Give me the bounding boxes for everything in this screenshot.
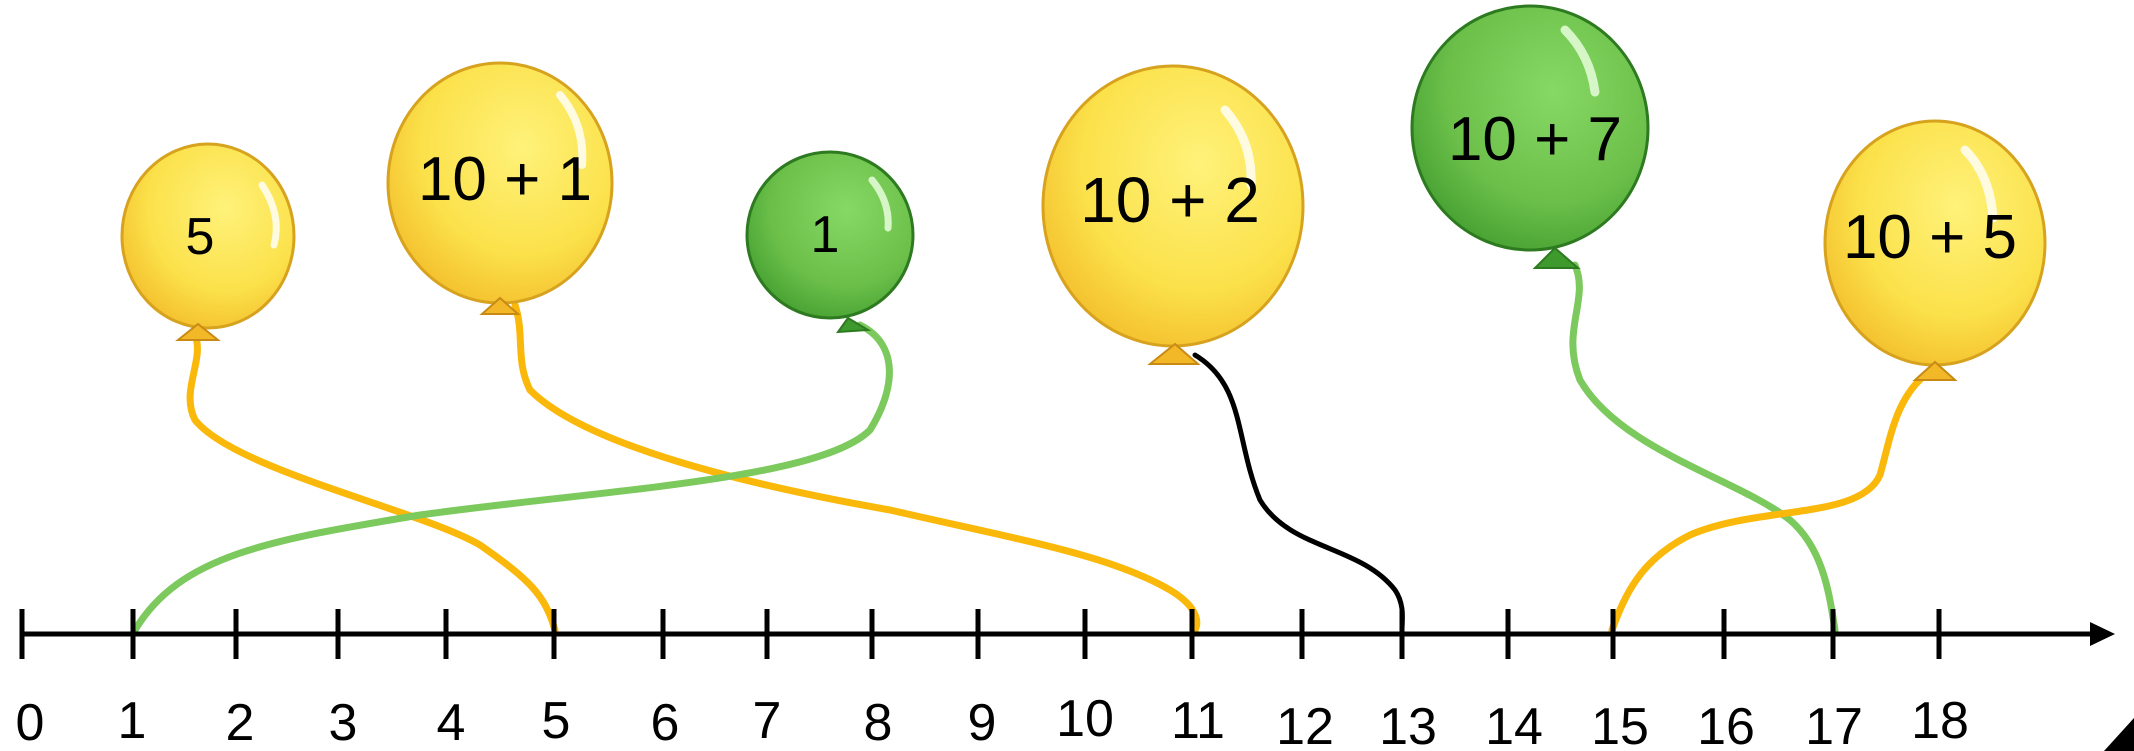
string-1 [131,321,893,634]
tick-label-17: 17 [1805,698,1863,751]
balloon-1-knot [835,316,872,334]
tick-label-18: 18 [1911,692,1969,750]
balloon-label: 1 [811,206,840,264]
balloon-5-body [120,142,296,330]
string-10-plus-2 [1192,352,1405,633]
number-line-arrowhead [2090,622,2115,646]
tick-label-6: 6 [651,694,680,751]
balloon-label: 5 [186,208,215,266]
tick-label-5: 5 [542,692,571,750]
balloon-label: 10 + 1 [418,145,592,214]
tick-label-2: 2 [226,694,255,751]
tick-label-7: 7 [753,692,782,750]
balloon-10-plus-1: 10 + 1 [386,61,614,315]
balloon-10-plus-2-highlight [1220,105,1256,190]
tick-label-10: 10 [1056,690,1114,748]
balloon-10-plus-5-highlight [1960,145,1998,223]
string-10-plus-5 [1608,371,1929,634]
balloon-label: 10 + 5 [1843,203,2017,272]
balloons: 5 10 + 1 1 10 + 2 10 + 7 [120,4,2047,381]
corner-arrow-icon [2104,718,2134,751]
balloon-label: 10 + 7 [1448,105,1622,174]
balloon-10-plus-5-knot [1912,360,1958,381]
tick-label-13: 13 [1379,698,1437,751]
balloon-strings [131,261,1929,634]
tick-label-11: 11 [1171,692,1225,750]
tick-label-8: 8 [864,694,893,751]
string-5 [186,331,559,634]
balloon-10-plus-1-highlight [556,91,587,169]
tick-label-15: 15 [1591,698,1649,751]
balloon-5-knot [175,322,221,341]
balloon-label: 10 + 2 [1080,164,1260,236]
balloon-10-plus-5: 10 + 5 [1823,119,2047,381]
tick-label-12: 12 [1276,698,1334,751]
tick-label-0: 0 [16,694,45,751]
balloon-10-plus-7-knot [1532,246,1581,269]
string-10-plus-1 [511,301,1201,634]
tick-label-1: 1 [118,692,147,750]
balloon-10-plus-7: 10 + 7 [1410,4,1650,269]
balloon-10-plus-1-knot [479,296,521,315]
string-10-plus-7 [1569,261,1839,634]
balloon-1-highlight [868,176,892,232]
balloon-5-highlight [258,181,280,249]
tick-label-16: 16 [1697,698,1755,751]
balloon-1: 1 [745,150,915,334]
tick-label-14: 14 [1485,698,1543,751]
tick-label-9: 9 [968,694,997,751]
balloon-10-plus-2-knot [1147,342,1201,365]
balloon-1-body [745,150,915,320]
balloon-10-plus-7-highlight [1560,25,1600,97]
balloon-5: 5 [120,142,296,341]
tick-label-4: 4 [437,694,466,751]
tick-label-3: 3 [329,694,358,751]
balloon-10-plus-2: 10 + 2 [1041,64,1305,365]
